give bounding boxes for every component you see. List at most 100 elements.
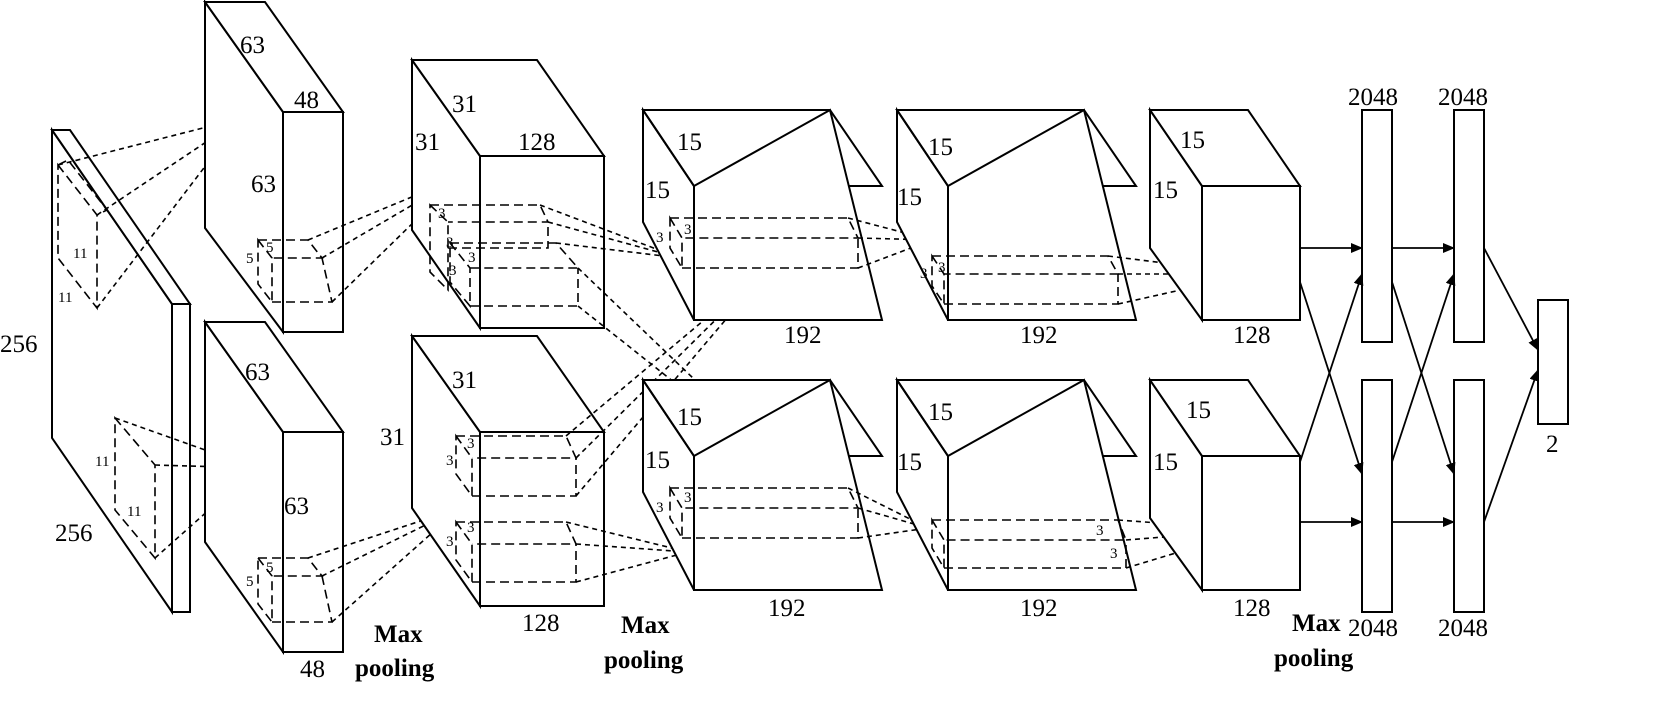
conv3-top-width-label: 192	[784, 322, 822, 349]
conv3-bottom-k2: 3	[684, 490, 692, 506]
arrow-fc2bottom-output	[1483, 369, 1540, 523]
conv4-bottom-k2: 3	[1110, 546, 1118, 562]
max-pooling-label-3: Max pooling	[1274, 610, 1354, 672]
conv3-bottom-proj-2	[857, 507, 929, 529]
conv2-top-kernel2-front	[470, 268, 579, 307]
conv2-bottom-front-face	[479, 431, 605, 607]
conv2-bottom-proj-cross-3	[575, 257, 779, 497]
input-kernel-h-label: 11	[58, 290, 72, 306]
conv4-bottom-edge	[896, 379, 949, 457]
conv1-top-kernel-top	[258, 239, 324, 259]
max-pooling-2-word1: Max	[621, 612, 670, 639]
fc1-bottom-label: 2048	[1348, 615, 1398, 642]
arrow-conv5bottom-fc1top	[1299, 273, 1364, 463]
conv3-top-k1: 3	[656, 230, 664, 246]
conv2-bottom-k1: 3	[446, 453, 454, 469]
conv2-top-depth-label: 31	[452, 91, 477, 118]
conv4-bottom-kernel-side	[931, 517, 945, 571]
arrow-conv5top-fc1bottom	[1299, 281, 1364, 475]
conv4-bottom-depth-label: 15	[928, 399, 953, 426]
input-kernel-top-depth	[57, 158, 109, 216]
conv5-top-depth-label: 15	[1180, 127, 1205, 154]
conv2-bottom-height-label: 31	[380, 424, 405, 451]
input-kernel-w-label: 11	[73, 246, 87, 262]
conv1-top-width-label: 48	[294, 87, 319, 114]
conv3-bottom-block: 15 15 192 3 3	[641, 376, 929, 622]
fc1-top-bar	[1361, 109, 1393, 343]
conv1-bottom-kernel-side	[257, 555, 273, 625]
output-bar	[1537, 299, 1569, 425]
conv5-top-width-label: 128	[1233, 322, 1271, 349]
conv2-bottom-k3: 3	[446, 534, 454, 550]
arrow-fc1bottom-fc2top	[1391, 273, 1456, 463]
conv4-top-edge	[896, 109, 949, 187]
fc2-bottom-label: 2048	[1438, 615, 1488, 642]
conv4-top-depth-label: 15	[928, 134, 953, 161]
conv2-top-k1: 3	[438, 206, 446, 222]
conv4-top-kernel-side	[931, 253, 945, 307]
conv3-top-kernel-side	[669, 215, 683, 271]
conv4-bottom-block: 15 15 192 3 3	[895, 376, 1253, 622]
conv3-bottom-edge	[642, 379, 695, 457]
conv1-bottom-front-face	[282, 431, 344, 653]
conv2-top-k3: 3	[468, 250, 476, 266]
conv3-top-edge	[642, 109, 695, 187]
conv4-bottom-front-face	[947, 378, 1138, 591]
max-pooling-label-2: Max pooling	[604, 612, 684, 674]
max-pooling-2-word2: pooling	[604, 647, 684, 674]
conv2-bottom-proj-2	[575, 543, 689, 553]
conv1-top-depth-label: 63	[240, 32, 265, 59]
max-pooling-1-word2: pooling	[355, 655, 435, 682]
conv2-bottom-kernel2-side	[455, 519, 473, 585]
conv2-bottom-proj-cross-1	[565, 257, 779, 437]
conv4-top-k2: 3	[938, 260, 946, 276]
max-pooling-label-1: Max pooling	[355, 621, 435, 682]
conv5-top-height-label: 15	[1153, 177, 1178, 204]
conv2-top-kernel1-side	[429, 203, 449, 292]
conv1-bottom-kernel-b: 5	[266, 560, 274, 576]
conv4-top-kernel-top	[932, 255, 1120, 275]
conv3-top-proj-2	[857, 237, 933, 241]
conv2-top-proj-3	[555, 242, 681, 259]
conv2-top-height-label: 31	[415, 129, 440, 156]
max-pooling-3-word1: Max	[1292, 610, 1341, 637]
fc2-top-label: 2048	[1438, 84, 1488, 111]
conv1-bottom-height-label: 63	[284, 493, 309, 520]
conv2-top-width-label: 128	[518, 129, 556, 156]
conv4-bottom-kernel-top	[932, 519, 1128, 541]
conv5-bottom-depth-label: 15	[1186, 397, 1211, 424]
fc1-top-label: 2048	[1348, 84, 1398, 111]
conv1-bottom-depth-label: 63	[245, 359, 270, 386]
fc2-bottom-bar	[1453, 379, 1485, 613]
conv2-bottom-kernel1-top	[456, 435, 578, 459]
conv3-top-kernel-top	[670, 217, 860, 239]
conv1-bottom-width-label: 48	[300, 656, 325, 683]
conv2-bottom-kernel1-side	[455, 433, 473, 499]
input-side-face	[171, 303, 191, 613]
conv5-top-block: 15 15 128	[1148, 106, 1302, 349]
conv2-bottom-k4: 3	[467, 520, 475, 536]
conv1-bottom-proj-3	[331, 507, 461, 623]
conv4-top-front-face	[947, 108, 1138, 321]
conv1-top-height-label: 63	[251, 171, 276, 198]
fc2-top-bar	[1453, 109, 1485, 343]
conv2-top-kernel1-top	[430, 204, 550, 223]
input-to-conv1-top-line1	[57, 117, 243, 166]
conv2-bottom-width-label: 128	[522, 610, 560, 637]
max-pooling-3-word2: pooling	[1274, 645, 1354, 672]
conv3-bottom-width-label: 192	[768, 595, 806, 622]
fc-layers: 2048 2048 2048 2048 2	[1348, 84, 1569, 642]
conv1-top-front-face	[282, 111, 344, 333]
conv2-bottom-k2: 3	[467, 436, 475, 452]
conv2-top-kernel1-front	[448, 222, 549, 249]
conv1-bottom-kernel-top	[258, 557, 324, 577]
conv1-top-proj-3	[331, 176, 461, 303]
conv2-bottom-kernel2-top	[456, 521, 578, 545]
conv3-bottom-k1: 3	[656, 500, 664, 516]
conv1-top-kernel-side	[257, 237, 273, 305]
conv2-top-front-face	[479, 155, 605, 329]
conv3-bottom-kernel-top	[670, 487, 860, 509]
conv1-top-block: 63 48 63 5 5	[203, 0, 461, 335]
conv2-bottom-block: 31 31 128 3 3 3 3	[380, 257, 779, 637]
input-kernel2-w-label: 11	[95, 454, 109, 470]
